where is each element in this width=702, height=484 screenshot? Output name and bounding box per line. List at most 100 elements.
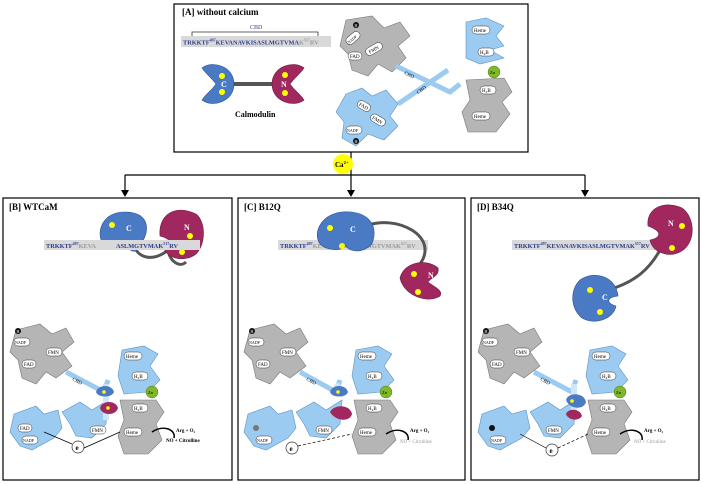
- nadp-oval: [247, 337, 265, 347]
- h4b-oval: [131, 371, 149, 381]
- arrowhead-icon: [121, 190, 129, 197]
- zinc-label: Zn: [382, 390, 388, 395]
- fmn-label: FMN: [368, 46, 380, 56]
- fmn-oval: [89, 425, 107, 435]
- calcium-site-icon: [411, 271, 417, 277]
- nadp-label: NADP: [346, 33, 358, 44]
- nadp-oval: [255, 435, 273, 445]
- calmodulin-linker: [365, 221, 427, 265]
- lobe-n-label: N: [668, 219, 674, 228]
- electron-label: e: [550, 447, 553, 455]
- calcium-site-icon: [570, 399, 574, 403]
- nadp-badge-label: H: [355, 139, 358, 144]
- electron-arrow-left: [519, 433, 547, 449]
- nadp-oval: [345, 31, 361, 45]
- heme-label: Heme: [594, 355, 607, 360]
- fmn-label: FMN: [318, 429, 329, 434]
- fmn-label: FMN: [282, 351, 293, 356]
- sequence-b-box: [44, 240, 200, 250]
- fmn-label: FMN: [516, 351, 527, 356]
- fmn-label: FMN: [548, 429, 559, 434]
- nadp-oval: [345, 125, 363, 135]
- fmn-label: FMN: [48, 351, 59, 356]
- heme-oval: [591, 427, 611, 437]
- h4b-label: H₄B: [480, 51, 489, 56]
- heme-oval: [591, 351, 611, 361]
- reaction-arrow: [151, 427, 175, 439]
- nadp-badge: [15, 328, 21, 334]
- oxygenase-domain-top: [465, 17, 505, 65]
- electron-arrow-right: [297, 433, 353, 447]
- cbd-strand-label: CBD: [305, 377, 317, 386]
- calcium-icon: [333, 154, 353, 174]
- nadp-label: NADP: [483, 340, 495, 345]
- nadp-label: NADP: [249, 340, 261, 345]
- fad-oval: [347, 51, 363, 61]
- reaction-bottom: NO + Citrulline: [400, 440, 432, 445]
- calmodulin-label: Calmodulin: [235, 110, 276, 119]
- calcium-site-icon: [415, 289, 421, 295]
- sequence-a: TRKKTF497KEVANAVKISASLMGTVMAK517RV: [183, 38, 319, 47]
- nadp-oval: [489, 435, 507, 445]
- cbd-strand-label: CBD: [539, 377, 551, 386]
- linker-strand: [396, 67, 450, 107]
- electron-label: e: [290, 445, 293, 453]
- reaction-top: Arg + O₂: [410, 429, 430, 434]
- calmodulin-n-lobe-small: [566, 409, 582, 420]
- cbd-strand-label: CBD: [71, 377, 83, 386]
- nadp-badge-label: H: [355, 23, 358, 28]
- cbd-label: CBD: [250, 25, 263, 31]
- h4b-oval: [365, 371, 383, 381]
- nadp-badge: [353, 138, 359, 144]
- fad-oval: [255, 359, 271, 369]
- calcium-site-icon: [219, 89, 225, 95]
- calcium-site-icon: [106, 406, 110, 410]
- electron-label: e: [76, 444, 79, 452]
- nadp-oval: [481, 337, 499, 347]
- calmodulin-n-lobe: [271, 64, 305, 104]
- calcium-site-icon: [336, 390, 340, 394]
- fad-oval: [21, 359, 37, 369]
- h4b-oval: [131, 403, 149, 413]
- calmodulin-n-lobe: [647, 204, 693, 255]
- panel-d-title: [D] B34Q: [477, 202, 514, 212]
- calcium-site-icon: [187, 233, 193, 239]
- lobe-n-label: N: [184, 223, 190, 232]
- cbd-strand-label: CBD: [403, 71, 415, 80]
- h4b-label: H₄B: [482, 89, 491, 94]
- fmn-oval: [279, 347, 297, 357]
- electron-arrow-right: [83, 431, 121, 449]
- nadp-badge: [353, 22, 359, 28]
- lobe-n-label: N: [281, 80, 287, 89]
- h4b-oval: [477, 47, 495, 57]
- fad-label: FAD: [358, 103, 369, 112]
- zinc-label: Zn: [148, 390, 154, 395]
- lobe-c-label: C: [602, 293, 608, 302]
- heme-label: Heme: [126, 431, 139, 436]
- heme-label: Heme: [474, 29, 487, 34]
- heme-oval: [471, 25, 491, 35]
- fmn-oval: [545, 425, 563, 435]
- panel-c-title: [C] B12Q: [244, 202, 281, 212]
- calcium-site-icon: [102, 390, 106, 394]
- calmodulin-c-lobe: [201, 64, 235, 104]
- arrowhead-icon: [347, 190, 355, 197]
- nadp-badge: [483, 328, 489, 334]
- nadp-badge-label: H: [251, 329, 254, 334]
- oxygenase-domain-bottom: [351, 399, 399, 455]
- nadp-oval: [21, 435, 39, 445]
- nadp-label: NADP: [15, 340, 27, 345]
- calcium-label: Ca2+: [335, 160, 349, 169]
- calmodulin-n-lobe: [399, 262, 442, 300]
- zinc-icon: [145, 385, 159, 399]
- electron-icon: [545, 443, 559, 457]
- heme-label: Heme: [360, 355, 373, 360]
- zinc-label: Zn: [490, 70, 496, 75]
- sequence-d-box: [512, 240, 658, 250]
- calcium-site-icon: [327, 225, 333, 231]
- heme-oval: [123, 351, 143, 361]
- nadp-badge-label: H: [17, 329, 20, 334]
- lobe-c-label: C: [350, 225, 356, 234]
- calcium-site-icon: [339, 243, 345, 249]
- heme-oval: [357, 427, 377, 437]
